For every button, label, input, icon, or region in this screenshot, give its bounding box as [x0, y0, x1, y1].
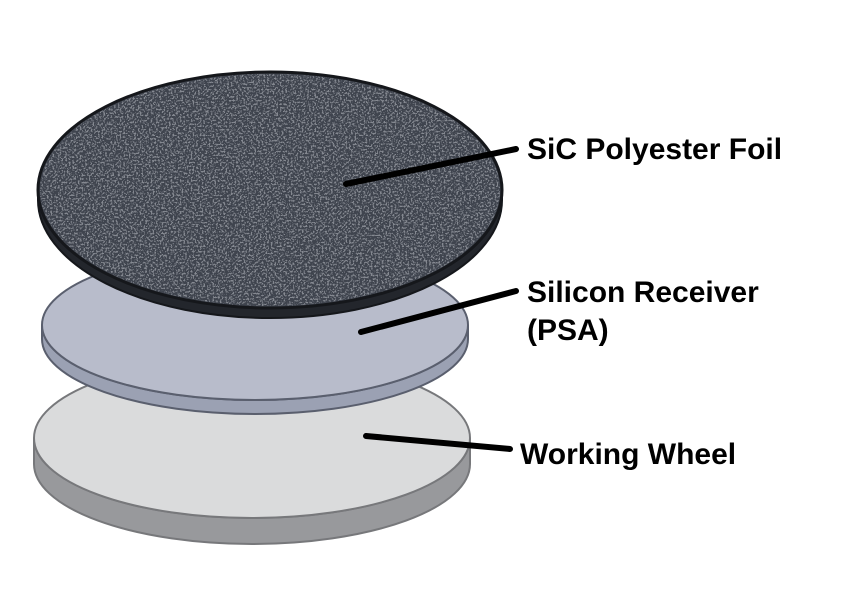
leader-line-sic-foil: [343, 146, 519, 187]
leader-line-working-wheel: [363, 433, 513, 452]
label-sic-polyester-foil: SiC Polyester Foil: [527, 133, 783, 166]
sic-foil-disc: [36, 70, 504, 319]
label-working-wheel: Working Wheel: [520, 438, 737, 471]
label-silicon-receiver-line2: (PSA): [527, 314, 609, 347]
leader-line-silicon-receiver: [358, 288, 519, 335]
label-silicon-receiver: Silicon Receiver (PSA): [527, 274, 759, 350]
sic-foil-grit-texture: [40, 74, 500, 306]
leader-lines: [343, 146, 519, 452]
label-silicon-receiver-line1: Silicon Receiver: [527, 276, 759, 309]
